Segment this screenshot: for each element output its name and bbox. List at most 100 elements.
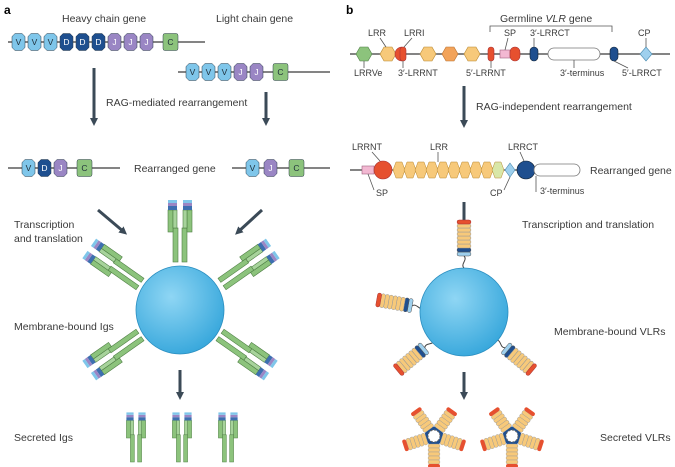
rearranged-lrrct bbox=[516, 160, 536, 180]
heavy-segment-label: V bbox=[16, 37, 22, 47]
rearranged-lrr-module bbox=[392, 161, 406, 179]
heavy-segment-label: C bbox=[167, 37, 173, 47]
germline-label-5-lrrct: 5′-LRRCT bbox=[622, 68, 662, 78]
rearranged-lrr-module bbox=[447, 161, 461, 179]
rearranged-light-segment-label: V bbox=[250, 163, 256, 173]
secreted-vlr-pentamer-1 bbox=[401, 406, 467, 467]
heavy-segment-label: V bbox=[48, 37, 54, 47]
transcription-label-a-2: and translation bbox=[14, 233, 83, 245]
light-segment-label: J bbox=[238, 67, 242, 77]
pentamer-arm bbox=[513, 431, 545, 453]
germline-vlr-label: Germline VLR gene bbox=[500, 13, 592, 25]
lymphocyte-with-membrane-vlrs bbox=[375, 219, 538, 377]
pentamer-core bbox=[505, 429, 519, 443]
secreted-vlrs-label: Secreted VLRs bbox=[600, 432, 671, 444]
germline-label-5-lrrnt: 5′-LRRNT bbox=[466, 68, 506, 78]
light-v-segment bbox=[201, 63, 216, 81]
heavy-d-segment bbox=[91, 33, 106, 51]
rearranged-sp bbox=[361, 165, 375, 175]
rag-mediated-label: RAG-mediated rearrangement bbox=[106, 97, 247, 109]
heavy-d-segment bbox=[75, 33, 90, 51]
rearranged-label-cp: CP bbox=[490, 188, 503, 198]
rearranged-light-segment-label: C bbox=[293, 163, 299, 173]
secreted-ig-2 bbox=[171, 411, 193, 463]
germline-label-lrr: LRR bbox=[368, 28, 387, 38]
germline-label-lrri: LRRI bbox=[404, 28, 425, 38]
secreted-ig-1 bbox=[126, 411, 147, 463]
rag-independent-label: RAG-independent rearrangement bbox=[476, 101, 632, 113]
heavy-segment-label: V bbox=[32, 37, 38, 47]
b-cell bbox=[135, 265, 225, 355]
rearranged-lrr-module bbox=[436, 161, 450, 179]
rearranged-label-lrrnt: LRRNT bbox=[352, 142, 383, 152]
germline-label-3-terminus: 3′-terminus bbox=[560, 68, 605, 78]
rearranged-lrr-module bbox=[458, 161, 472, 179]
light-c-segment bbox=[272, 63, 289, 81]
heavy-chain-label: Heavy chain gene bbox=[62, 13, 146, 25]
light-segment-label: C bbox=[277, 67, 283, 77]
lymphocyte bbox=[419, 267, 509, 357]
panel-a-letter: a bbox=[4, 3, 11, 17]
heavy-v-segment bbox=[11, 33, 26, 51]
rearranged-label-sp: SP bbox=[376, 188, 388, 198]
light-v-segment bbox=[185, 63, 200, 81]
membrane-vlrs-label: Membrane-bound VLRs bbox=[554, 326, 665, 338]
secreted-vlr-pentamer-2 bbox=[479, 406, 545, 467]
rearranged-lrr-module bbox=[425, 161, 439, 179]
light-chain-label: Light chain gene bbox=[216, 13, 293, 25]
germline-vlr-gene bbox=[350, 46, 670, 62]
germline-bracket bbox=[489, 25, 613, 32]
light-segment-label: V bbox=[190, 67, 196, 77]
rearranged-light-c-segment bbox=[288, 159, 305, 177]
rearranged-heavy-d-segment bbox=[37, 159, 52, 177]
lrrnt-5prime bbox=[487, 46, 495, 62]
germline-label-lrrve: LRRVe bbox=[354, 68, 382, 78]
pentamer-arm bbox=[505, 439, 519, 467]
rearranged-gene-label-a: Rearranged gene bbox=[134, 163, 216, 175]
membrane-igs-label: Membrane-bound Igs bbox=[14, 321, 114, 333]
lrr-module-3 bbox=[463, 46, 481, 62]
rearranged-heavy-j-segment bbox=[53, 159, 68, 177]
germline-label-sp: SP bbox=[504, 28, 516, 38]
heavy-v-segment bbox=[27, 33, 42, 51]
rearranged-cp bbox=[504, 162, 516, 178]
heavy-v-segment bbox=[43, 33, 58, 51]
rearranged-heavy-segment-label: J bbox=[58, 163, 62, 173]
b-cell-with-membrane-igs bbox=[81, 199, 281, 381]
rearranged-light-v-segment bbox=[245, 159, 260, 177]
secreted-igs-label: Secreted Igs bbox=[14, 432, 73, 444]
lrrve-module bbox=[355, 46, 373, 62]
light-segment-label: V bbox=[222, 67, 228, 77]
rearranged-lrr-module bbox=[403, 161, 417, 179]
rearranged-lrr-module bbox=[469, 161, 483, 179]
rearranged-heavy-segment-label: C bbox=[81, 163, 87, 173]
heavy-segment-label: D bbox=[79, 37, 85, 47]
transcription-label-a-1: Transcription bbox=[14, 219, 74, 231]
pentamer-core bbox=[427, 429, 441, 443]
lrr-module-1 bbox=[379, 46, 397, 62]
heavy-j-segment bbox=[107, 33, 122, 51]
rearranged-lrr-module bbox=[480, 161, 494, 179]
panel-b-letter: b bbox=[346, 3, 353, 17]
rearranged-label-lrrct: LRRCT bbox=[508, 142, 539, 152]
light-segment-label: J bbox=[254, 67, 258, 77]
germline-label-3-lrrct: 3′-LRRCT bbox=[530, 28, 570, 38]
rearranged-label-3-terminus: 3′-terminus bbox=[540, 186, 585, 196]
rearranged-heavy-segment-label: V bbox=[26, 163, 32, 173]
heavy-j-segment bbox=[123, 33, 138, 51]
rearranged-heavy-v-segment bbox=[21, 159, 36, 177]
light-j-segment bbox=[233, 63, 248, 81]
light-j-segment bbox=[249, 63, 264, 81]
rearranged-light-j-segment bbox=[263, 159, 278, 177]
rearranged-vlr-gene bbox=[350, 160, 581, 180]
three-prime-terminus bbox=[547, 47, 601, 61]
rearranged-label-lrr: LRR bbox=[430, 142, 449, 152]
cp-module bbox=[639, 46, 653, 62]
rearranged-heavy-segment-label: D bbox=[41, 163, 47, 173]
pentamer-arm bbox=[427, 439, 441, 467]
heavy-segment-label: J bbox=[144, 37, 148, 47]
